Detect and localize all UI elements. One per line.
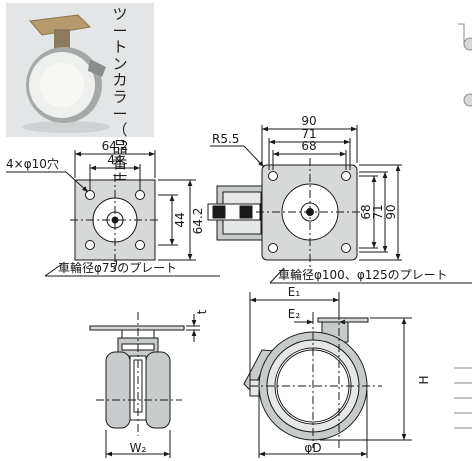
large-plate-height-90: 90 [384, 204, 398, 219]
front-view-e2: E₂ [288, 307, 301, 321]
caster-photo [6, 3, 154, 137]
large-plate-height-68: 68 [359, 204, 373, 219]
small-plate-width-inner: 44 [107, 153, 122, 167]
large-plate-caption: 車輪径φ100、φ125のプレート [278, 267, 448, 282]
large-plate-width-71: 71 [301, 127, 316, 141]
side-view [89, 312, 200, 458]
large-plate-view [207, 125, 472, 284]
large-plate-radius: R5.5 [212, 132, 239, 146]
right-edge-fragments [454, 23, 472, 429]
large-plate-height-71: 71 [371, 204, 385, 219]
caster-image [6, 3, 154, 137]
small-plate-caption: 車輪径φ75のプレート [58, 260, 177, 275]
side-view-w2: W₂ [130, 441, 147, 455]
front-view-d: φD [304, 441, 321, 455]
large-plate-width-68: 68 [301, 139, 316, 153]
small-plate-width-outer: 64.2 [102, 139, 129, 153]
front-view-e1: E₁ [288, 285, 301, 299]
small-plate-view [6, 150, 220, 277]
small-plate-holes: 4×φ10穴 [6, 156, 59, 171]
front-view [243, 292, 412, 458]
small-plate-height-outer-label: 64.2 [191, 208, 205, 235]
large-plate-width-90: 90 [301, 114, 316, 128]
small-plate-height-inner: 44 [173, 212, 187, 227]
side-view-t: t [195, 309, 209, 314]
front-view-h: H [417, 375, 431, 384]
